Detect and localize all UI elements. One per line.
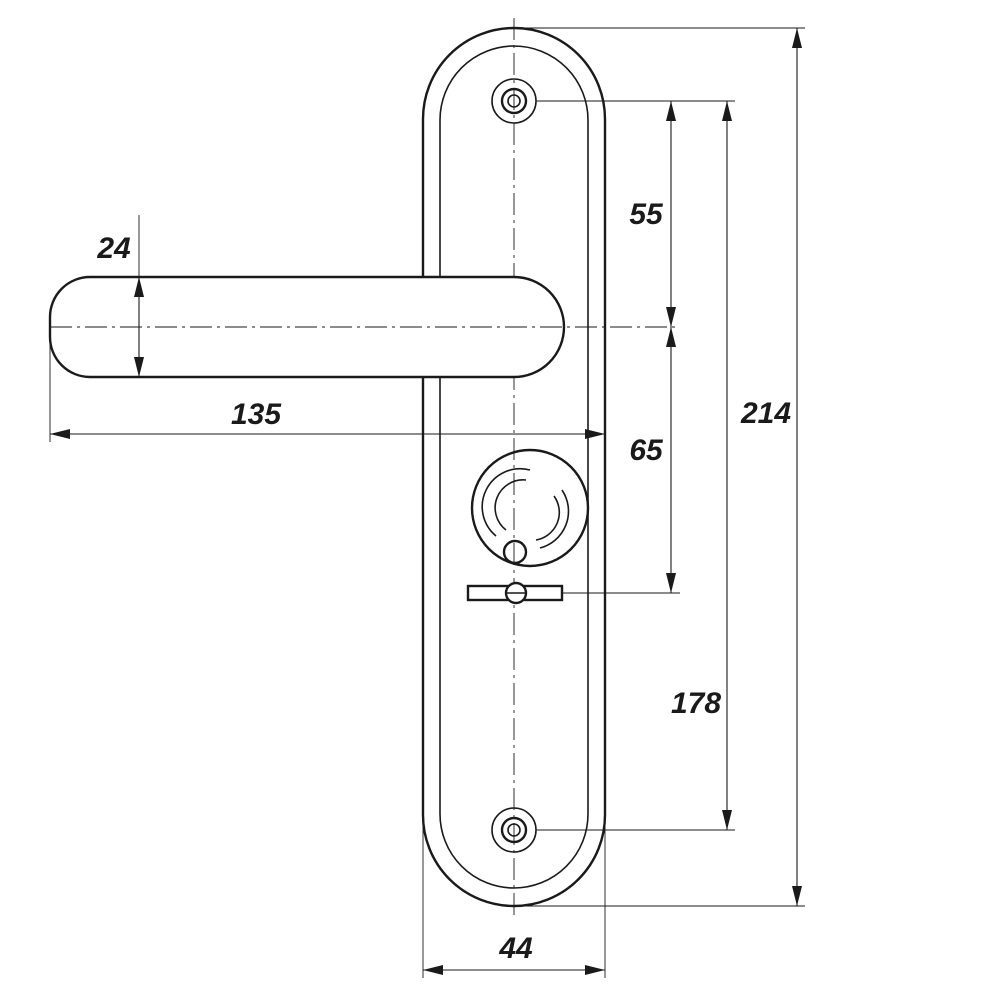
arrow-icon bbox=[585, 965, 605, 975]
arrow-icon bbox=[722, 101, 732, 121]
arrow-icon bbox=[792, 886, 802, 906]
arrow-icon bbox=[134, 357, 144, 377]
dim-plate-width: 44 bbox=[498, 932, 533, 965]
arrow-icon bbox=[50, 429, 70, 439]
dim-handle-to-keyhole: 65 bbox=[629, 434, 664, 467]
arrow-icon bbox=[423, 965, 443, 975]
dim-handle-thickness: 24 bbox=[96, 232, 131, 265]
dim-handle-length: 135 bbox=[231, 398, 282, 431]
arrow-icon bbox=[585, 429, 605, 439]
arrow-icon bbox=[134, 277, 144, 297]
arrow-icon bbox=[792, 28, 802, 48]
thumb-turn-icon bbox=[470, 448, 590, 568]
arrow-icon bbox=[666, 101, 676, 121]
release-slot-icon bbox=[466, 581, 564, 605]
dim-screw-spacing: 178 bbox=[671, 687, 721, 720]
arrow-icon bbox=[722, 810, 732, 830]
arrow-icon bbox=[666, 573, 676, 593]
arrow-icon bbox=[666, 307, 676, 327]
dim-screw-to-handle: 55 bbox=[629, 198, 664, 231]
arrow-icon bbox=[666, 327, 676, 347]
dim-plate-height: 214 bbox=[740, 397, 791, 430]
